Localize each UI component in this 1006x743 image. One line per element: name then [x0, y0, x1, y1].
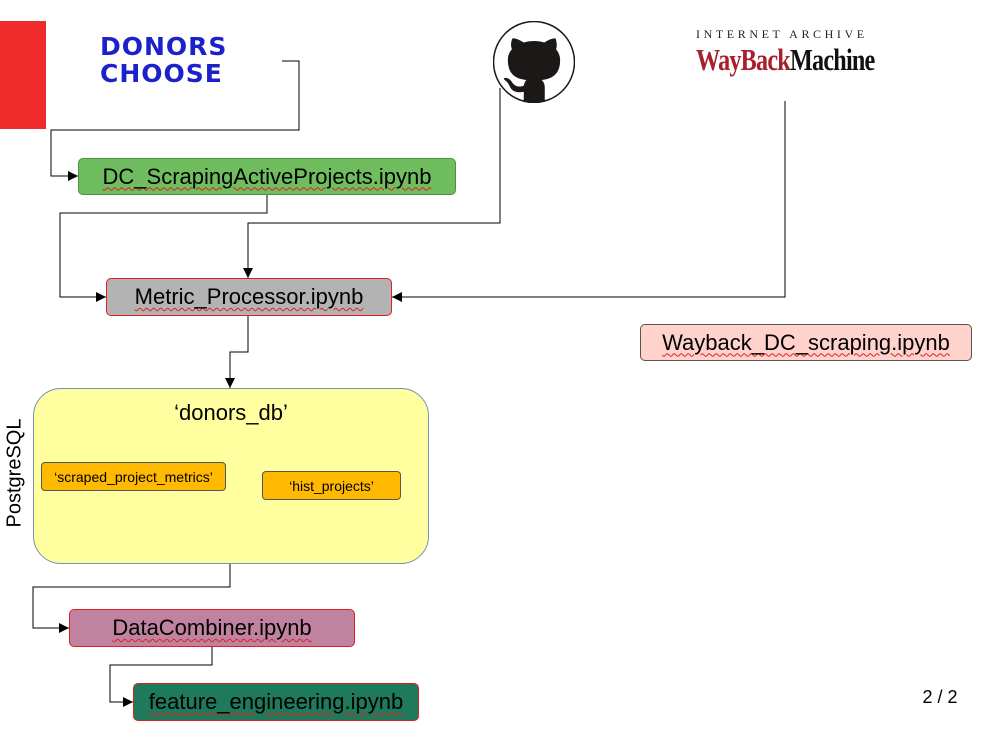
red-accent-bar [0, 21, 46, 129]
node-scraping-active-projects-label: DC_ScrapingActiveProjects.ipynb [102, 163, 432, 189]
table-hist-projects: ‘hist_projects’ [262, 471, 401, 500]
postgresql-label: PostgreSQL [4, 410, 26, 536]
database-title: ‘donors_db’ [174, 400, 288, 425]
node-data-combiner-label: DataCombiner.ipynb [112, 615, 312, 640]
wayback-logo-wayback: WayBack [696, 42, 791, 77]
github-icon [493, 21, 575, 103]
arrow-github-to-metric [243, 88, 501, 278]
node-feature-engineering-label: feature_engineering.ipynb [148, 689, 404, 714]
arrow-combiner-to-feature [109, 647, 213, 707]
donorschoose-logo: DONORS CHOOSE [100, 33, 260, 87]
arrow-donorschoose-to-scraping [50, 60, 300, 181]
arrow-db-to-combiner [32, 564, 231, 633]
node-metric-processor-label: Metric_Processor.ipynb [134, 284, 364, 309]
page-number: 2 / 2 [922, 687, 958, 707]
wayback-logo-top: INTERNET ARCHIVE [696, 27, 868, 41]
node-wayback-scraping: Wayback_DC_scraping.ipynb [640, 324, 972, 361]
node-data-combiner: DataCombiner.ipynb [69, 609, 355, 647]
node-scraping-active-projects: DC_ScrapingActiveProjects.ipynb [78, 158, 456, 195]
arrow-metric-to-db [225, 316, 249, 388]
wayback-machine-logo: INTERNET ARCHIVE WayBackMachine [696, 27, 876, 76]
table-scraped-project-metrics: ‘scraped_project_metrics’ [41, 462, 226, 491]
wayback-logo-machine: Machine [789, 42, 875, 77]
donorschoose-logo-line1: DONORS [100, 32, 228, 61]
arrow-wayback-to-metric [392, 101, 786, 302]
donorschoose-logo-line2: CHOOSE [100, 59, 223, 88]
node-wayback-scraping-label: Wayback_DC_scraping.ipynb [662, 329, 950, 355]
arrow-scraping-to-metric [59, 195, 268, 302]
node-metric-processor: Metric_Processor.ipynb [106, 278, 392, 316]
wayback-logo-wordmark: WayBackMachine [696, 42, 875, 77]
postgresql-label-text: PostgreSQL [3, 418, 26, 528]
node-feature-engineering: feature_engineering.ipynb [133, 683, 419, 721]
